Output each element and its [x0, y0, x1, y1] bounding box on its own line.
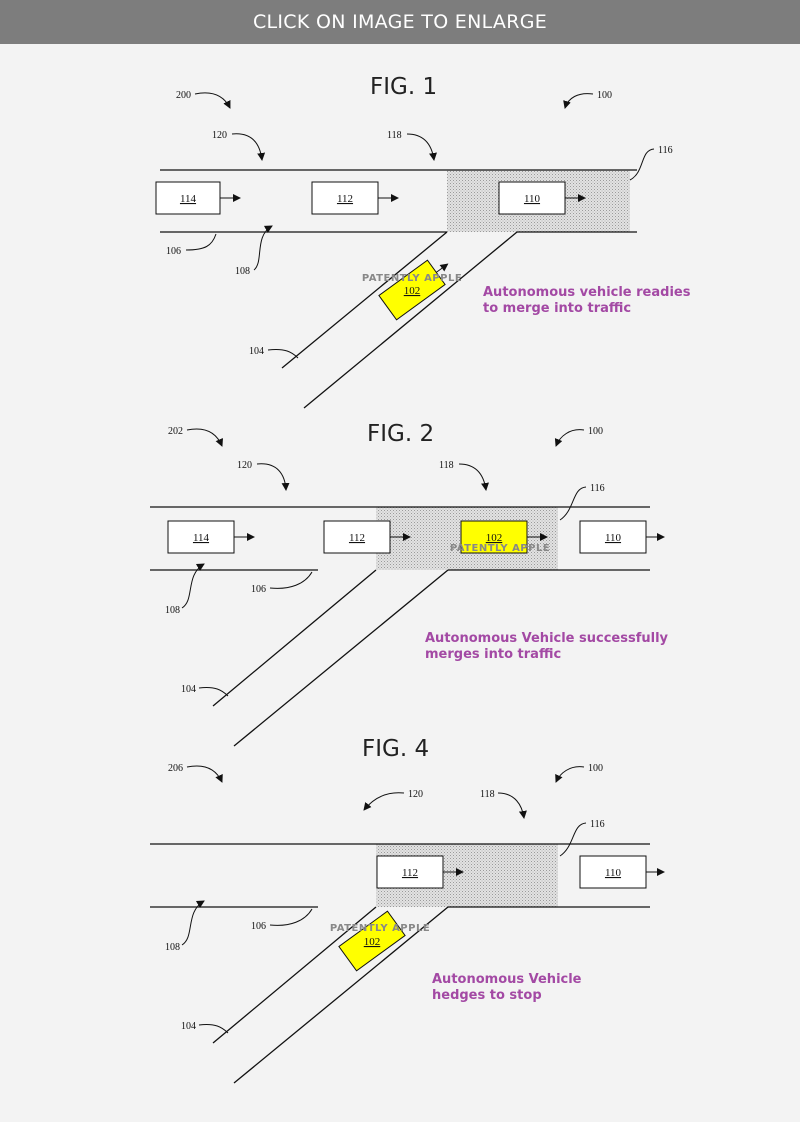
vehicle-label: 112	[349, 532, 365, 544]
figure-4-title: FIG. 4	[362, 736, 429, 762]
caption-line: to merge into traffic	[483, 301, 631, 316]
ref-zone: 118	[387, 130, 402, 141]
leader-arrow	[181, 900, 205, 946]
leader-line	[198, 687, 229, 697]
leader-arrow	[256, 463, 290, 491]
ref-road: 106	[166, 246, 181, 257]
leader-arrow	[554, 429, 585, 447]
ref-road: 106	[251, 921, 266, 932]
vehicle-box-110	[579, 520, 647, 554]
ref-lane-marker: 108	[235, 266, 250, 277]
ramp-edge	[281, 231, 448, 369]
ramp-edge	[303, 231, 518, 409]
leader-arrow	[181, 563, 205, 609]
leader-arrow	[363, 792, 405, 811]
vehicle-label: 110	[524, 193, 541, 205]
caption-line: Autonomous vehicle readies	[483, 285, 691, 300]
figure-2-title: FIG. 2	[367, 421, 434, 447]
leader-arrow	[406, 133, 437, 161]
ref-lane: 120	[237, 460, 252, 471]
ref-lane-marker: 108	[165, 605, 180, 616]
vehicle-label: 114	[180, 193, 197, 205]
watermark: PATENTLY APPLE	[330, 923, 430, 934]
vehicle-box-110	[579, 855, 647, 889]
leader-line	[185, 233, 217, 251]
vehicle-box-112	[311, 181, 379, 215]
caption-line: Autonomous Vehicle successfully	[425, 631, 669, 646]
ref-lane-marker: 108	[165, 942, 180, 953]
ramp-edge	[212, 569, 377, 707]
leader-line	[267, 349, 299, 359]
ref-ramp: 104	[181, 1021, 196, 1032]
ramp-edge	[233, 569, 449, 747]
figure-1: FIG. 1 114 112 110 102 PATENTLY APPLE 20…	[155, 74, 691, 409]
ref-zone-edge: 116	[658, 145, 673, 156]
ref-system: 100	[588, 426, 603, 437]
watermark: PATENTLY APPLE	[450, 543, 550, 554]
leader-arrow	[253, 225, 273, 271]
ref-lane: 120	[408, 789, 423, 800]
caption-line: Autonomous Vehicle	[432, 972, 582, 987]
leader-line	[559, 822, 587, 857]
ref-system: 100	[588, 763, 603, 774]
enlarge-banner[interactable]: CLICK ON IMAGE TO ENLARGE	[0, 0, 800, 44]
ref-zone: 118	[439, 460, 454, 471]
vehicle-label: 102	[364, 936, 381, 948]
leader-line	[559, 486, 587, 521]
ref-fig: 200	[176, 90, 191, 101]
vehicle-label: 110	[605, 867, 622, 879]
ref-system: 100	[597, 90, 612, 101]
leader-arrow	[186, 765, 223, 783]
ref-ramp: 104	[181, 684, 196, 695]
vehicle-label: 114	[193, 532, 210, 544]
ref-fig: 202	[168, 426, 183, 437]
watermark: PATENTLY APPLE	[362, 273, 462, 284]
vehicle-box-110	[498, 181, 566, 215]
figure-4: FIG. 4 112 110 102 PATENTLY APPLE 206 10…	[150, 736, 665, 1084]
leader-arrow	[186, 428, 223, 447]
vehicle-label: 110	[605, 532, 622, 544]
leader-arrow	[563, 93, 594, 109]
vehicle-box-114	[155, 181, 221, 215]
figure-1-title: FIG. 1	[370, 74, 437, 100]
figure-2: FIG. 2 114 112 102 PATENTLY APPLE 110 20…	[150, 421, 669, 747]
autonomous-vehicle-102	[338, 910, 406, 972]
leader-arrow	[458, 463, 489, 491]
leader-line	[269, 908, 313, 926]
ref-lane: 120	[212, 130, 227, 141]
leader-arrow	[231, 133, 266, 161]
caption-line: hedges to stop	[432, 988, 542, 1003]
vehicle-label: 102	[486, 532, 503, 544]
ref-zone-edge: 116	[590, 819, 605, 830]
leader-arrow	[497, 792, 527, 819]
leader-line	[269, 571, 313, 589]
ramp-edge	[233, 906, 449, 1084]
vehicle-label: 112	[337, 193, 353, 205]
leader-arrow	[194, 92, 231, 109]
ref-zone-edge: 116	[590, 483, 605, 494]
vehicle-box-114	[167, 520, 235, 554]
caption-line: merges into traffic	[425, 647, 561, 662]
vehicle-label: 112	[402, 867, 418, 879]
vehicle-box-112	[376, 855, 444, 889]
vehicle-label: 102	[404, 285, 421, 297]
leader-arrow	[555, 766, 585, 783]
leader-line	[198, 1024, 229, 1034]
ref-ramp: 104	[249, 346, 264, 357]
autonomous-vehicle-102	[378, 259, 449, 321]
ramp-edge	[212, 906, 377, 1044]
ref-fig: 206	[168, 763, 183, 774]
leader-line	[629, 148, 655, 181]
ref-road: 106	[251, 584, 266, 595]
ref-zone: 118	[480, 789, 495, 800]
